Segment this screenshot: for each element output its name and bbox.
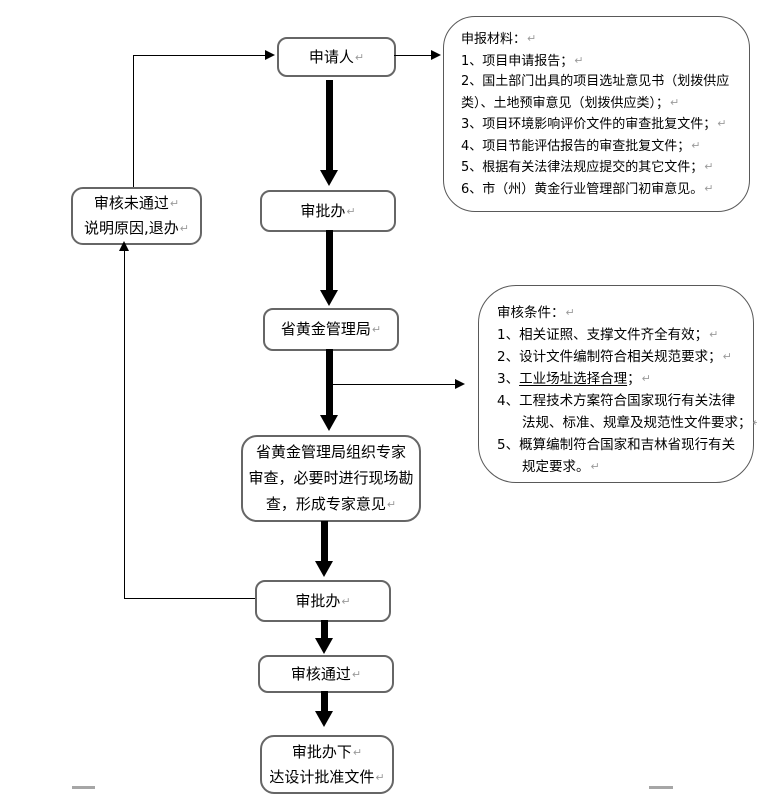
paragraph-return-mark: ↵	[565, 306, 575, 319]
paragraph-return-mark: ↵	[590, 460, 600, 473]
paragraph-return-mark: ↵	[717, 117, 727, 130]
paragraph-return-mark: ↵	[753, 416, 757, 429]
paragraph-return-mark: ↵	[341, 594, 351, 608]
paragraph-return-mark: ↵	[704, 181, 714, 195]
flow-node-review-failed: 审核未通过↵说明原因,退办↵	[71, 187, 202, 245]
flow-node-applicant: 申请人↵	[277, 37, 396, 77]
paragraph-return-mark: ↵	[386, 498, 397, 511]
flow-node-expert-review: 省黄金管理局组织专家审查，必要时进行现场勘查，形成专家意见↵	[241, 435, 421, 522]
paragraph-return-mark: ↵	[574, 53, 584, 67]
paragraph-return-mark: ↵	[371, 323, 382, 336]
flow-node-approval-office-2: 审批办↵	[255, 580, 391, 622]
paragraph-return-mark: ↵	[670, 95, 680, 109]
flow-node-issue-approval-document: 审批办下↵达设计批准文件↵	[260, 735, 394, 794]
paragraph-return-mark: ↵	[527, 32, 537, 45]
paragraph-return-mark: ↵	[704, 160, 714, 173]
paragraph-return-mark: ↵	[346, 204, 356, 218]
paragraph-return-mark: ↵	[709, 328, 719, 341]
underlined-text: 工业场址选择合理	[519, 371, 628, 387]
flow-node-review-passed: 审核通过↵	[258, 655, 394, 693]
paragraph-return-mark: ↵	[375, 770, 385, 784]
bottom-right-dash	[649, 786, 673, 789]
flow-node-gold-bureau: 省黄金管理局↵	[263, 308, 399, 351]
paragraph-return-mark: ↵	[722, 350, 732, 363]
bottom-left-dash	[72, 786, 95, 789]
flow-node-approval-office-1: 审批办↵	[260, 190, 396, 232]
paragraph-return-mark: ↵	[354, 50, 365, 64]
paragraph-return-mark: ↵	[641, 372, 651, 385]
callout-review-conditions: 审核条件：↵1、相关证照、支撑文件齐全有效；↵2、设计文件编制符合相关规范要求；…	[478, 285, 757, 483]
paragraph-return-mark: ↵	[691, 138, 701, 152]
callout-application-materials: 申报材料：↵1、项目申请报告；↵2、国土部门出具的项目选址意见书（划拨供应类）、…	[443, 16, 750, 212]
paragraph-return-mark: ↵	[352, 745, 363, 759]
paragraph-return-mark: ↵	[169, 197, 180, 210]
paragraph-return-mark: ↵	[179, 222, 189, 235]
paragraph-return-mark: ↵	[351, 667, 362, 681]
